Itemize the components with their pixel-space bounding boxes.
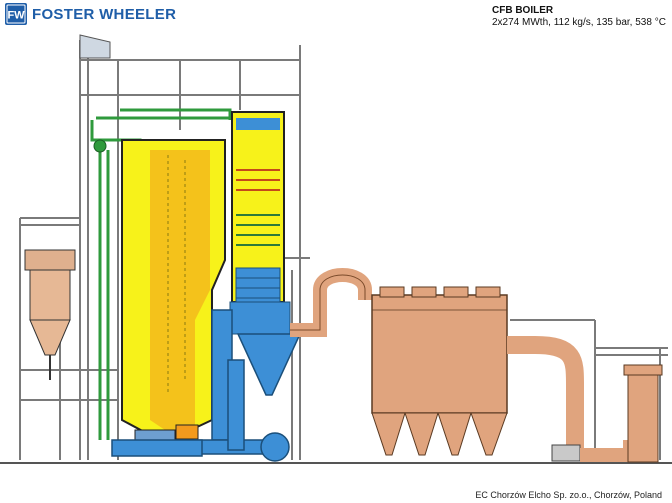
id-fan — [551, 444, 581, 462]
logo-letters: FW — [7, 10, 25, 22]
roof-hood — [79, 34, 111, 59]
bag-filter — [371, 286, 508, 456]
air-ducts — [111, 309, 290, 462]
company-logo: FW FOSTER WHEELER — [4, 2, 176, 26]
fw-logo-icon: FW — [5, 3, 27, 25]
backpass — [229, 111, 291, 335]
flue-gas-duct — [290, 268, 372, 337]
title-block: CFB BOILER 2x274 MWth, 112 kg/s, 135 bar… — [492, 5, 666, 29]
boiler-plant-diagram — [0, 34, 672, 464]
boiler-specs: 2x274 MWth, 112 kg/s, 135 bar, 538 °C — [492, 17, 666, 28]
diagram-title: CFB BOILER — [492, 5, 554, 16]
plant-caption: EC Chorzów Elcho Sp. zo.o., Chorzów, Pol… — [475, 490, 662, 500]
brand-name: FOSTER WHEELER — [32, 5, 177, 23]
chimney-stack — [623, 364, 663, 463]
outlet-duct — [507, 336, 584, 455]
fuel-silo — [24, 249, 76, 380]
cfb-furnace — [121, 139, 226, 441]
steam-drum — [93, 139, 107, 153]
steam-piping — [90, 108, 235, 440]
backpass-hopper — [236, 333, 302, 396]
